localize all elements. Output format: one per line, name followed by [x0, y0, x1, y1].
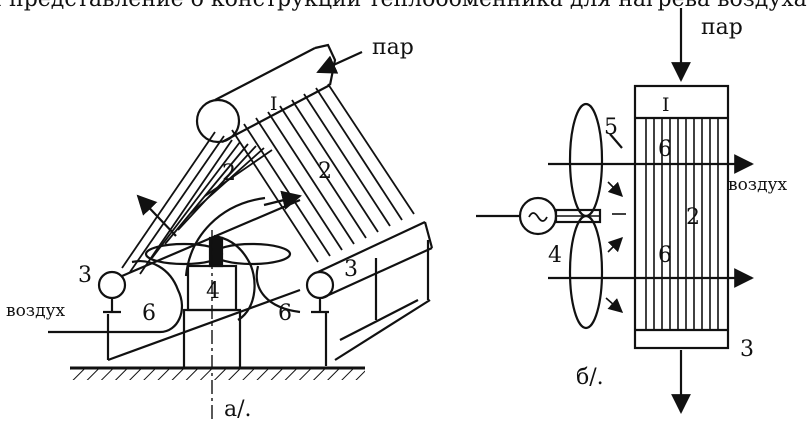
label-tubes-right-a: 2 [318, 159, 332, 184]
label-tubes-left-a: 2 [222, 161, 236, 186]
top-manifold [195, 43, 337, 144]
ground-hatch [70, 368, 365, 380]
air-flow-marks [605, 181, 626, 313]
tube-bank-b [645, 118, 719, 330]
fan-b [476, 102, 604, 330]
air-out-arrow-left [136, 194, 177, 237]
label-manifold-top-a: I [270, 93, 278, 115]
figure-a [48, 43, 434, 420]
air-out-arrow-right [263, 190, 302, 210]
airflow-curve-right [255, 265, 301, 314]
steam-label-a: пар [372, 35, 414, 60]
caption-b: б/. [576, 365, 604, 390]
label-manifold-right-a: 3 [344, 257, 358, 282]
label-tubes-b: 2 [686, 205, 700, 230]
label-manifold-left-a: 3 [78, 263, 92, 288]
label-duct-right-a: 6 [278, 301, 292, 326]
label-fan-b: 4 [548, 243, 562, 268]
label-upper-space-b: 6 [658, 137, 672, 162]
label-duct-left-a: 6 [142, 301, 156, 326]
steam-in-arrow-a [316, 50, 363, 74]
top-text: дается представление о конструкции тепло… [0, 0, 810, 12]
left-lower-manifold [97, 198, 301, 362]
air-label-b: воздух [728, 175, 788, 195]
right-lower-manifold [305, 221, 434, 366]
label-header-bottom-b: 3 [740, 337, 754, 362]
left-tube-bundle [121, 131, 273, 275]
exchanger-body [633, 84, 730, 350]
label-header-top-b: I [662, 94, 670, 116]
right-tube-bundle [231, 83, 415, 263]
figure-b [476, 8, 754, 414]
air-label-a: воздух [6, 301, 66, 321]
right-air-duct [213, 234, 256, 321]
fan-a [144, 230, 292, 420]
left-air-duct [48, 260, 183, 334]
leader-5 [609, 133, 623, 149]
label-louvre-b: 5 [604, 115, 618, 140]
label-fan-a: 4 [206, 279, 220, 304]
caption-a: а/. [224, 397, 252, 422]
label-lower-space-b: 6 [658, 243, 672, 268]
steam-label-b: пар [701, 15, 743, 40]
